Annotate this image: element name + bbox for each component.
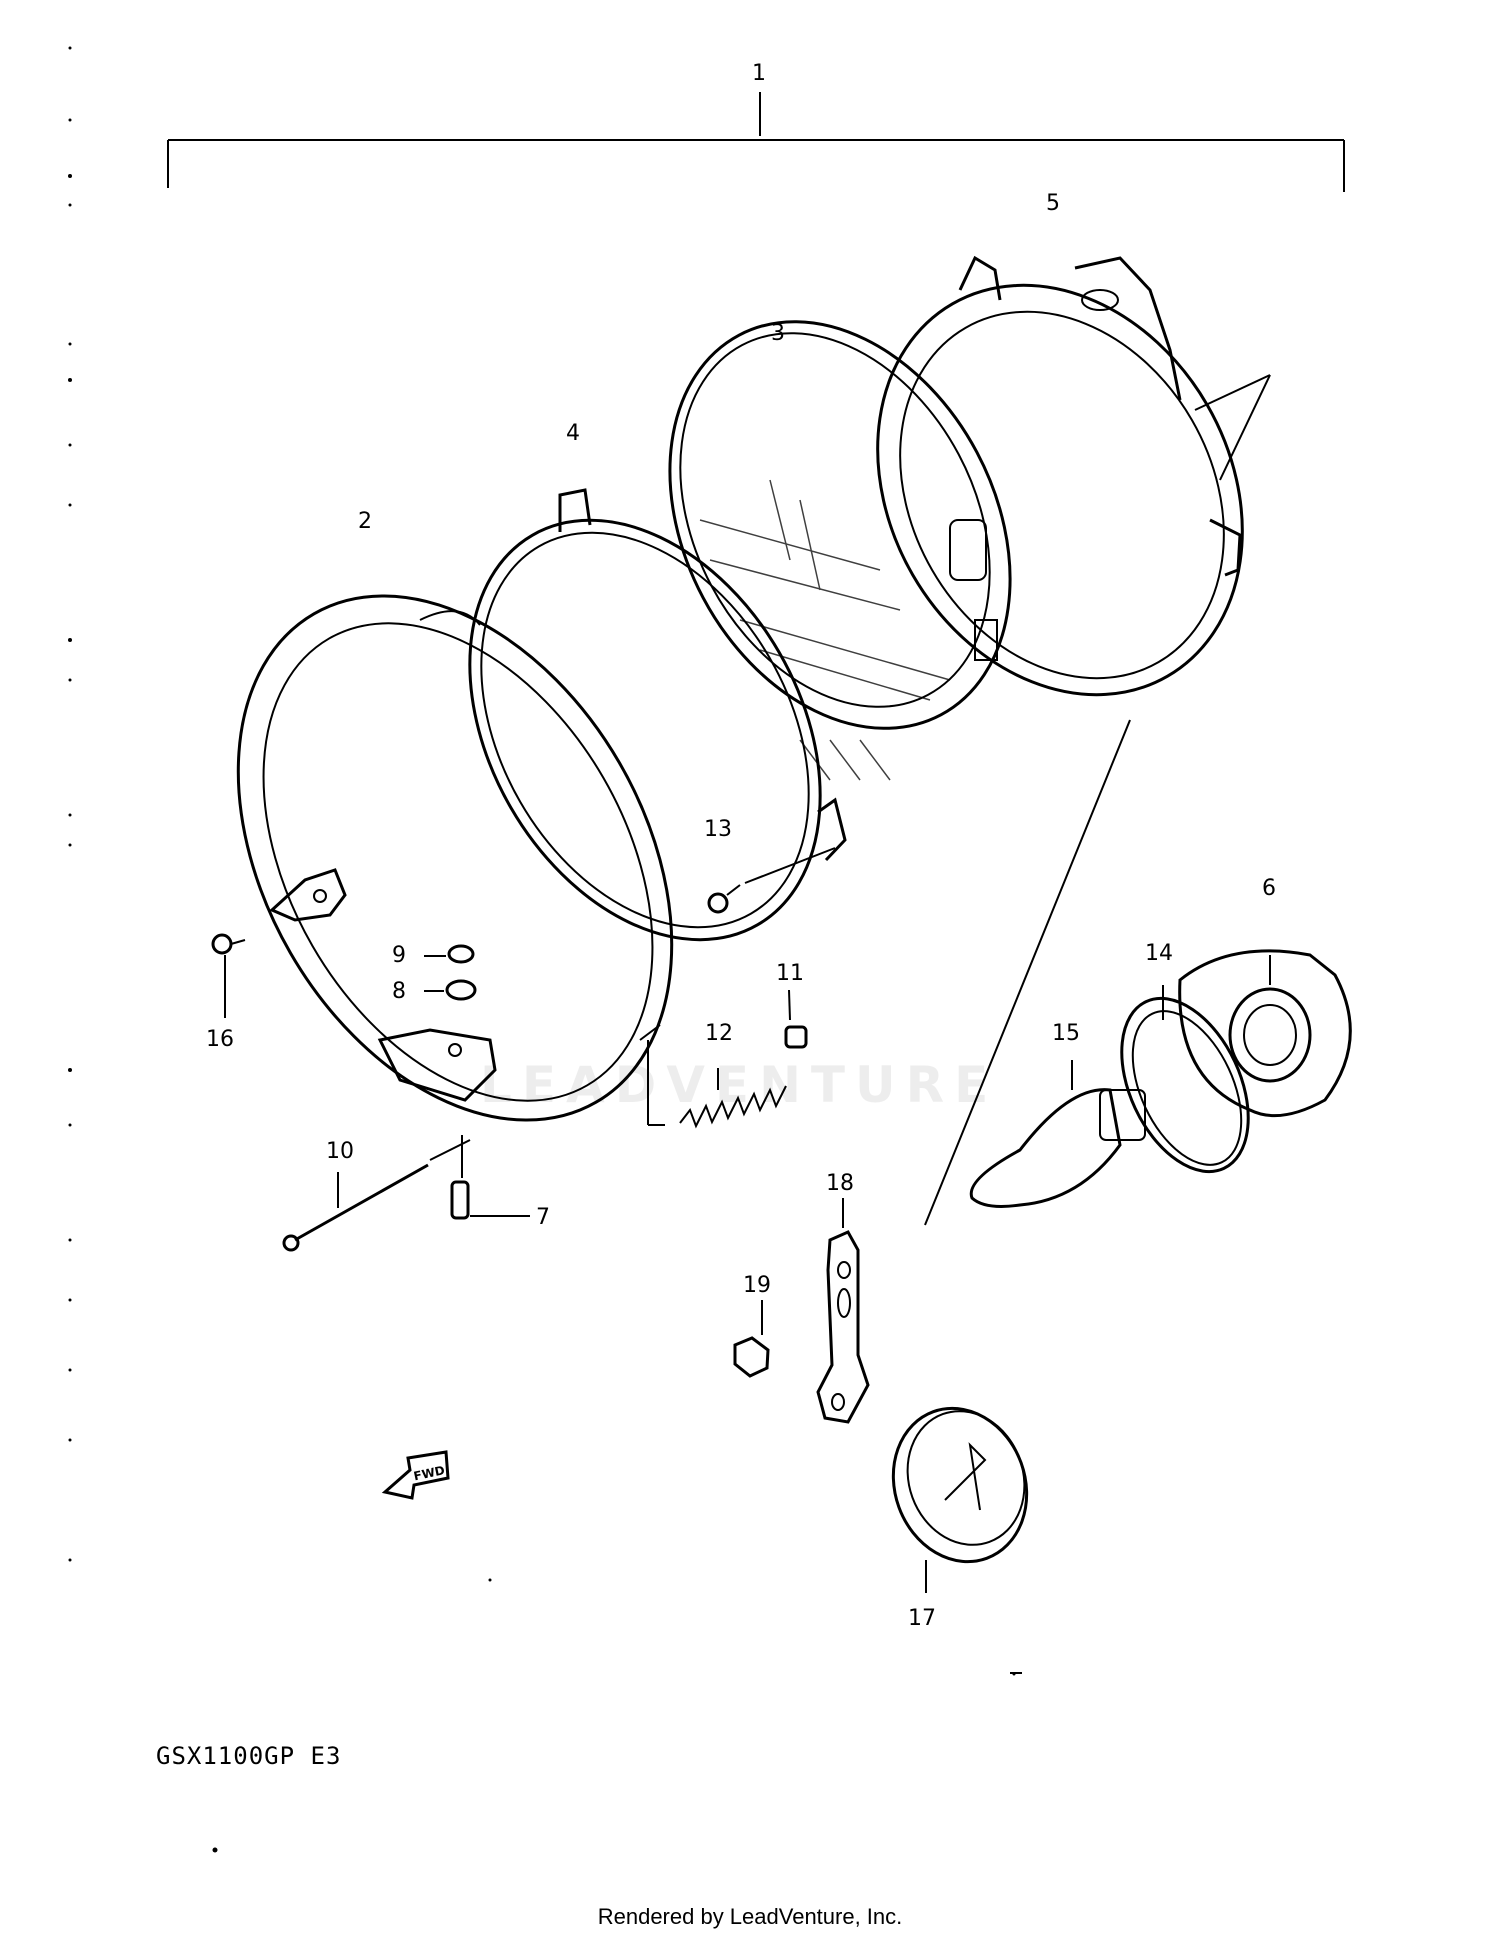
fwd-label: FWD: [412, 1463, 446, 1483]
callout-18: 18: [826, 1171, 854, 1196]
watermark: LEADVENTURE: [480, 1056, 999, 1114]
callout-1: 1: [752, 61, 766, 86]
callout-labels: 1 2 3 4 5 6 7 8 9 10 11 12 13 14 15 16 1…: [206, 61, 1276, 1631]
outer-rim: [236, 594, 674, 1122]
headlight-housing: [876, 255, 1244, 697]
callout-17: 17: [908, 1606, 936, 1631]
sealed-beam-unit: [668, 320, 1012, 781]
render-credit: Rendered by LeadVenture, Inc.: [597, 1904, 903, 1929]
socket-group: [969, 949, 1352, 1208]
callout-3: 3: [771, 321, 785, 346]
callout-12: 12: [705, 1021, 733, 1046]
cap: [891, 1406, 1029, 1593]
callout-13: 13: [704, 817, 732, 842]
margin-specks: [68, 46, 1016, 1853]
hardware: [211, 847, 870, 1424]
callout-5: 5: [1046, 191, 1060, 216]
callout-19: 19: [743, 1273, 771, 1298]
forward-arrow-icon: FWD: [381, 1450, 450, 1500]
callout-7: 7: [536, 1205, 550, 1230]
callout-6: 6: [1262, 876, 1276, 901]
callout-16: 16: [206, 1027, 234, 1052]
callout-11: 11: [776, 961, 804, 986]
callout-2: 2: [358, 509, 372, 534]
callout-4: 4: [566, 421, 580, 446]
callout-15: 15: [1052, 1021, 1080, 1046]
callout-8: 8: [392, 979, 406, 1004]
assembly-bracket: [167, 92, 1345, 192]
callout-9: 9: [392, 943, 406, 968]
callout-10: 10: [326, 1139, 354, 1164]
model-code: GSX1100GP E3: [156, 1742, 342, 1770]
leader-to-socket: [924, 374, 1271, 1226]
callout-14: 14: [1145, 941, 1173, 966]
inner-rim: [468, 488, 847, 942]
